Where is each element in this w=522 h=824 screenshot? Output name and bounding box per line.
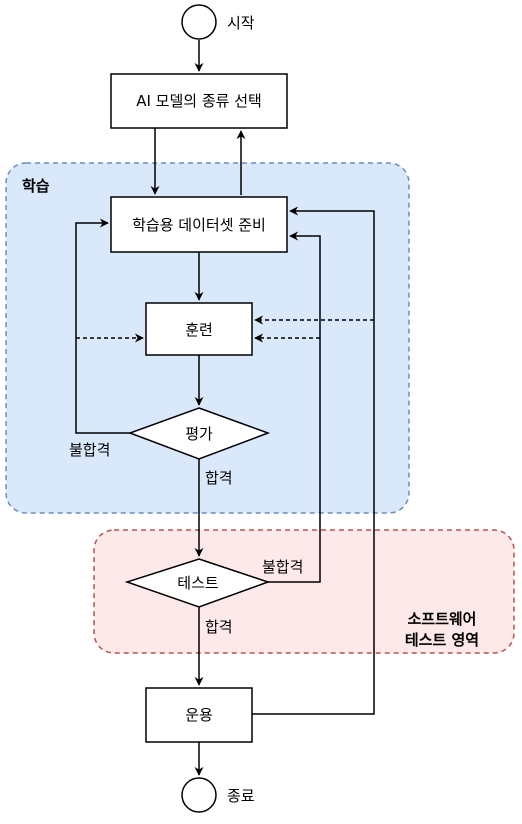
- test-diamond: [124, 558, 271, 608]
- start-node: [181, 4, 217, 40]
- evaluate-label: 평가: [185, 425, 213, 443]
- test-fail-label: 불합격: [262, 558, 303, 576]
- operate-label: 운용: [185, 706, 213, 724]
- select-model-box: [110, 73, 288, 129]
- operate-box: [145, 687, 253, 743]
- evaluate-fail-label: 불합격: [69, 441, 110, 459]
- evaluate-pass-label: 합격: [205, 469, 233, 487]
- edge-evaluate-fail-to-prepare: [75, 218, 133, 434]
- end-label: 종료: [227, 787, 255, 805]
- edge-test-fail-to-prepare: [267, 231, 321, 583]
- learning-region-label: 학습: [22, 177, 50, 195]
- prepare-data-box: [110, 196, 288, 253]
- sw-test-region-label-line1: 소프트웨어: [407, 610, 476, 628]
- test-pass-label: 합격: [205, 618, 233, 636]
- evaluate-diamond: [127, 407, 271, 460]
- train-box: [145, 302, 253, 356]
- end-node: [181, 777, 217, 813]
- sw-test-region-label-line2: 테스트 영역: [405, 631, 479, 649]
- train-label: 훈련: [185, 321, 213, 339]
- prepare-data-label: 학습용 데이터셋 준비: [132, 216, 266, 234]
- test-label: 테스트: [177, 574, 219, 592]
- start-label: 시작: [227, 14, 255, 32]
- select-model-label: AI 모델의 종류 선택: [136, 92, 262, 110]
- edge-operate-to-prepare: [252, 206, 375, 715]
